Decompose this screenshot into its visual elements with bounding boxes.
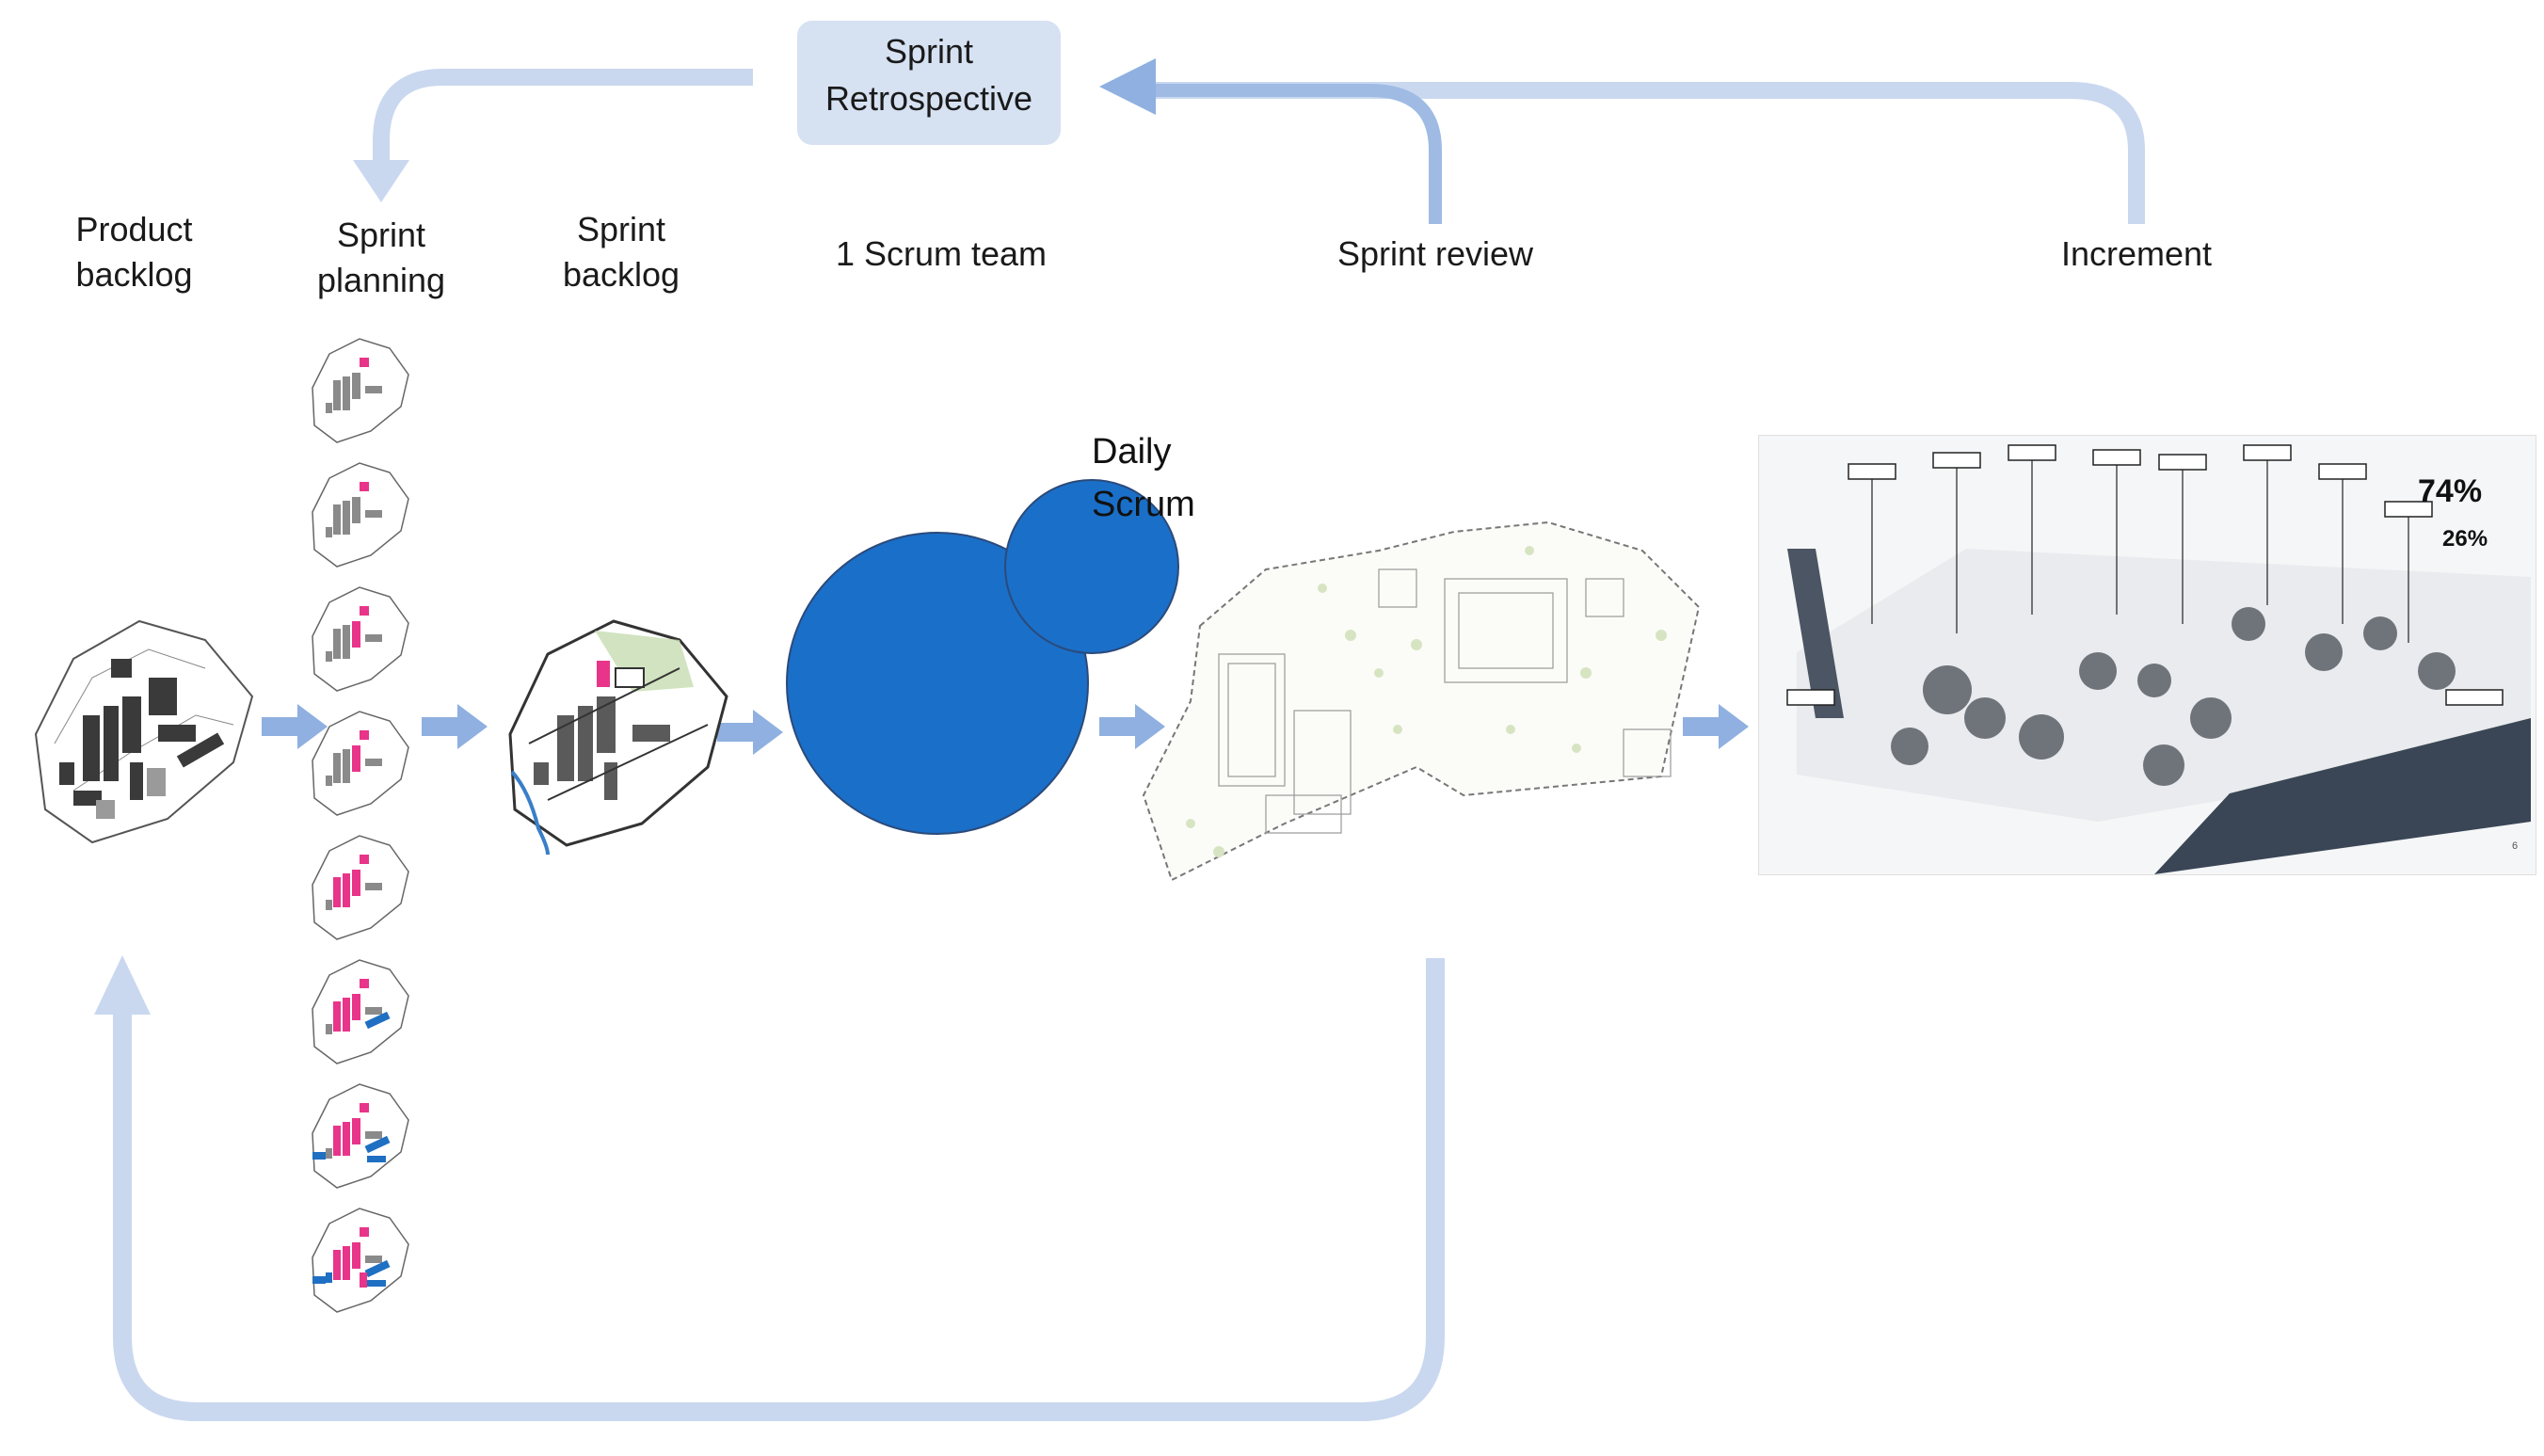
sprint-planning-map-2 (312, 462, 409, 568)
sprint-planning-line1: Sprint (336, 216, 426, 254)
arrow-team-to-review (1099, 704, 1165, 749)
increment-to-retro-arrow (1153, 82, 2145, 224)
sprint-planning-line2: planning (316, 261, 446, 299)
sprint-planning-map-4 (312, 711, 409, 816)
retro-line1: Sprint (884, 32, 974, 71)
daily-scrum-label: Daily Scrum (1092, 425, 1224, 531)
sprint-retrospective-label: Sprint Retrospective (797, 28, 1061, 122)
product-backlog-line2: backlog (75, 255, 193, 294)
retro-to-planning-arrow (373, 69, 753, 168)
scrum-team-label: 1 Scrum team (835, 234, 1048, 273)
sprint-review-label: Sprint review (1336, 234, 1534, 273)
sprint-backlog-label: Sprint backlog (527, 207, 715, 297)
sprint-planning-map-1 (312, 338, 409, 443)
sprint-planning-map-3 (312, 586, 409, 692)
sprint-planning-label: Sprint planning (282, 213, 480, 303)
arrow-backlog-to-planning (262, 704, 328, 749)
review-to-backlog-arrow (113, 958, 1445, 1421)
retro-to-planning-arrowhead (353, 160, 409, 202)
product-backlog-map (34, 619, 254, 844)
scrum-line: Scrum (1092, 485, 1195, 524)
sprint-planning-map-8 (312, 1208, 409, 1313)
daily-line: Daily (1092, 432, 1172, 472)
sprint-planning-map-5 (312, 835, 409, 940)
retro-line2: Retrospective (824, 79, 1033, 118)
increment-scene (1786, 444, 2531, 874)
scrum-team-circles (786, 479, 1179, 835)
increment-label: Increment (2060, 234, 2213, 273)
scrum-team-circle (786, 532, 1089, 835)
arrow-review-to-increment (1683, 704, 1749, 749)
sprint-review-plan (1142, 520, 1701, 882)
daily-scrum-circle (1004, 479, 1179, 654)
sprint-backlog-line1: Sprint (576, 210, 666, 248)
product-backlog-label: Product backlog (38, 207, 231, 297)
increment-page-number: 6 (2512, 840, 2519, 852)
sprint-retrospective-box (797, 21, 1061, 145)
sprint-backlog-map (508, 619, 728, 856)
review-to-retro-arrowhead (1099, 58, 1156, 115)
sprint-planning-map-7 (312, 1083, 409, 1189)
increment-stat-primary: 74% (2418, 473, 2483, 509)
increment-stat-secondary: 26% (2442, 526, 2488, 552)
review-to-retro-arrow (1153, 84, 1442, 224)
arrow-sprint-backlog-to-team (717, 710, 783, 755)
increment-visualization: 74% 26% 6 (1758, 435, 2536, 875)
sprint-planning-map-6 (312, 959, 409, 1064)
connector-arrows (262, 704, 1749, 755)
sprint-backlog-line2: backlog (562, 255, 680, 294)
review-to-backlog-arrowhead (94, 955, 151, 1015)
arrow-planning-to-sprint-backlog (422, 704, 488, 749)
product-backlog-line1: Product (75, 210, 193, 248)
sprint-planning-maps (303, 331, 416, 1348)
